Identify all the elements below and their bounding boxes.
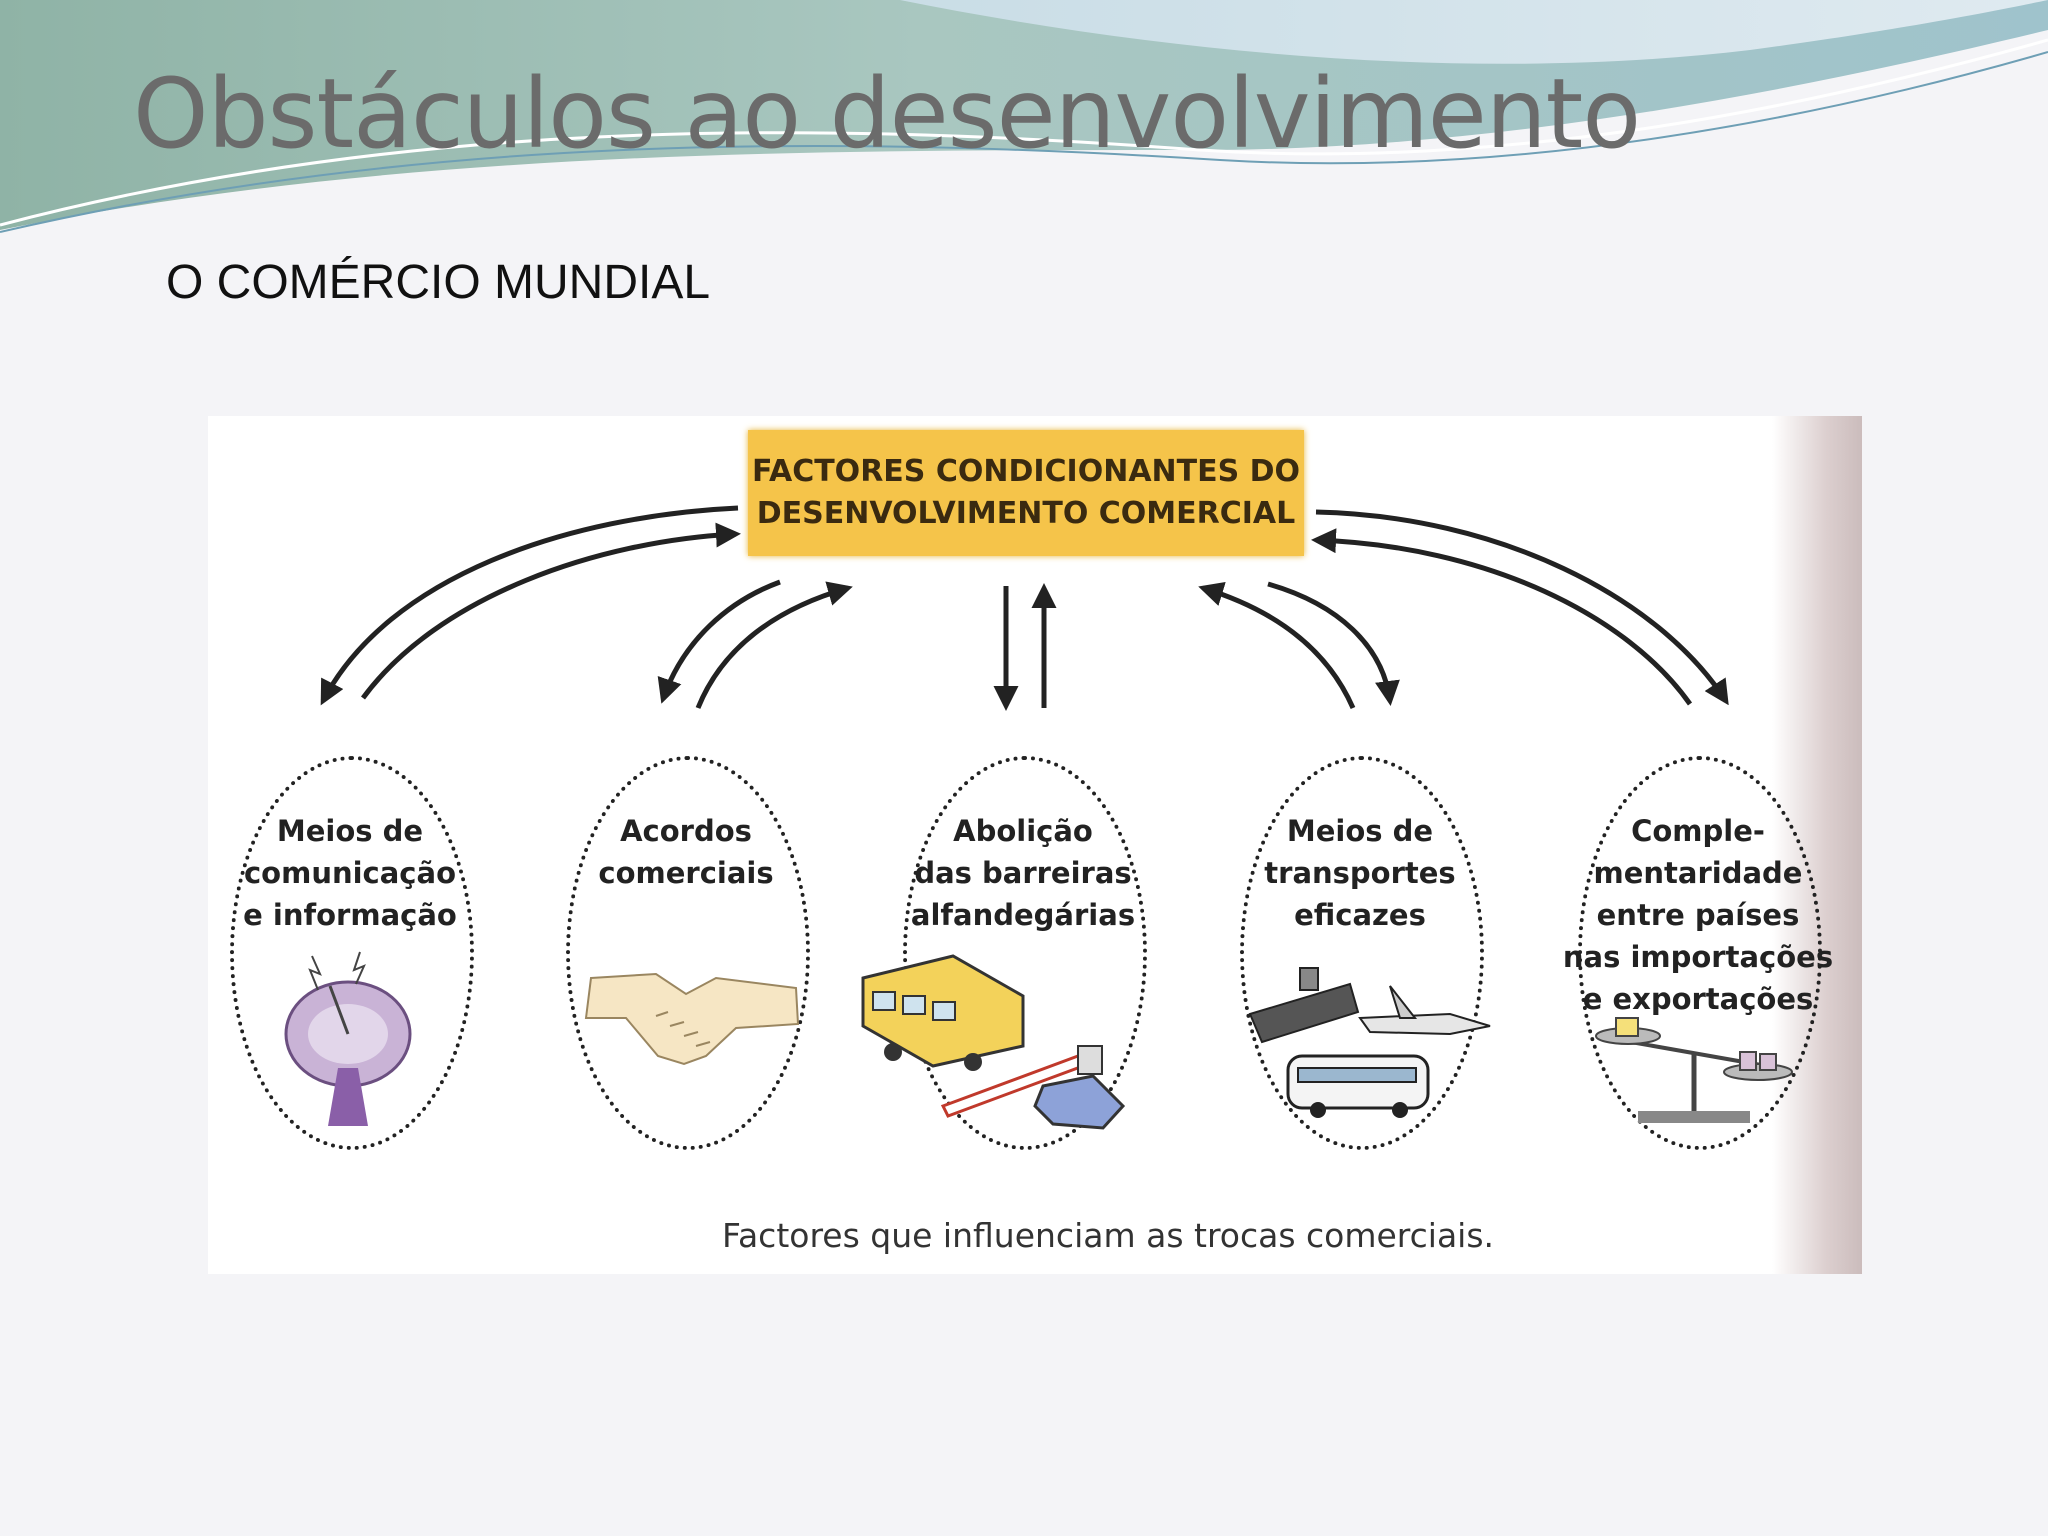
node-customs-barriers: Abolição das barreiras alfandegárias [861, 756, 1147, 1150]
node-label: Abolição das barreiras alfandegárias [910, 814, 1136, 932]
node-label: Comple- mentaridade entre países nas imp… [1562, 814, 1834, 1016]
border-barrier-icon [861, 954, 1126, 1130]
node-trade-agreements: Acordos comerciais [566, 756, 810, 1150]
node-label: Meios de comunicação e informação [243, 814, 457, 932]
header-banner [0, 0, 2048, 233]
node-complementarity: Comple- mentaridade entre países nas imp… [1563, 756, 1833, 1150]
node-oval [1578, 756, 1822, 1150]
node-oval [1240, 756, 1484, 1150]
diagram-figure: FACTORES CONDICIONANTES DO DESENVOLVIMEN… [208, 416, 1862, 1274]
slide-title: Obstáculos ao desenvolvimento [133, 58, 1641, 170]
handshake-icon [584, 972, 800, 1066]
arrow-from-node-4 [1198, 581, 1356, 710]
arrow-to-node-2 [657, 579, 781, 704]
node-oval [903, 756, 1147, 1150]
figure-caption: Factores que influenciam as trocas comer… [722, 1216, 1495, 1255]
node-label: Meios de transportes eficazes [1264, 814, 1456, 932]
arrow-from-node-5 [1311, 528, 1693, 706]
node-label: Acordos comerciais [598, 814, 774, 890]
arrow-to-node-5 [1315, 509, 1729, 706]
transport-icon [1248, 967, 1491, 1118]
slide-subtitle: O COMÉRCIO MUNDIAL [166, 256, 711, 309]
arrows-layer [320, 505, 1729, 711]
arrow-from-node-2 [695, 581, 853, 709]
center-concept-box: FACTORES CONDICIONANTES DO DESENVOLVIMEN… [748, 430, 1304, 556]
center-concept-label: FACTORES CONDICIONANTES DO DESENVOLVIMEN… [751, 454, 1301, 531]
satellite-dish-icon [284, 951, 412, 1126]
node-oval [230, 756, 474, 1150]
node-communication: Meios de comunicação e informação [230, 756, 474, 1150]
arrow-from-node-1 [360, 522, 741, 700]
node-oval [566, 756, 810, 1150]
arrow-to-node-1 [320, 505, 739, 706]
balance-scale-icon [1595, 1017, 1793, 1123]
node-transport: Meios de transportes eficazes [1240, 756, 1491, 1150]
arrow-to-node-4 [1267, 581, 1400, 706]
